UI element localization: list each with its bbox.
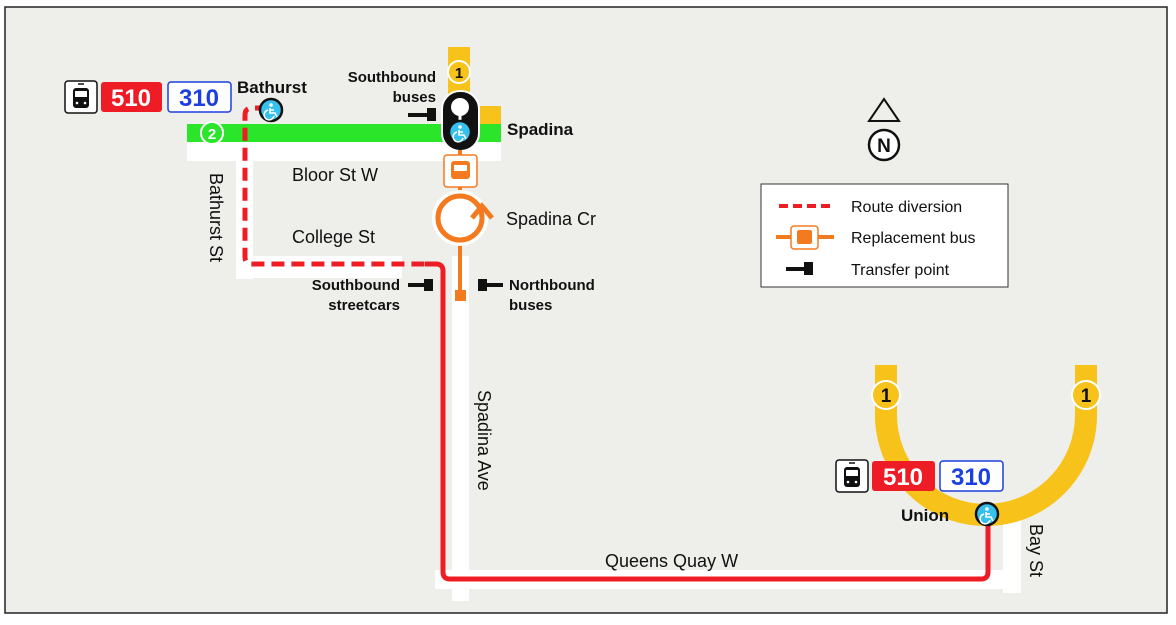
street-label-college: College St <box>292 227 375 247</box>
streetcar-icon <box>64 80 98 114</box>
legend: Route diversion Replacement bus Transfer… <box>760 183 1009 288</box>
svg-text:1: 1 <box>1081 386 1092 407</box>
station-dot <box>451 98 469 116</box>
line-1-bullet-right: 1 <box>1071 380 1101 410</box>
route-510-badge-union <box>872 461 935 491</box>
accessible-icon-union <box>974 501 1000 527</box>
svg-text:1: 1 <box>455 65 463 82</box>
streetcar-icon-union <box>835 459 869 493</box>
route-510-badge <box>101 82 162 112</box>
route-310-badge <box>167 81 232 113</box>
svg-text:510: 510 <box>111 85 151 112</box>
svg-text:2: 2 <box>208 126 216 143</box>
station-label-spadina: Spadina <box>507 120 574 139</box>
street-bathurst <box>236 124 253 279</box>
svg-text:N: N <box>877 136 891 157</box>
svg-text:Southbound: Southbound <box>312 277 400 294</box>
svg-text:Route diversion: Route diversion <box>851 199 962 216</box>
legend-transfer-icon <box>786 267 806 271</box>
svg-text:1: 1 <box>881 386 892 407</box>
svg-text:310: 310 <box>179 85 219 112</box>
line-1-bullet-left: 1 <box>871 380 901 410</box>
street-label-bay: Bay St <box>1026 524 1046 577</box>
street-bay <box>1003 515 1021 593</box>
street-label-bloor: Bloor St W <box>292 165 378 185</box>
svg-text:Southbound: Southbound <box>348 69 436 86</box>
street-spadina-ave <box>452 256 469 601</box>
svg-text:buses: buses <box>393 89 436 106</box>
loop-arrow-icon <box>435 193 485 243</box>
svg-text:510: 510 <box>883 464 923 491</box>
accessible-icon <box>447 119 473 145</box>
svg-text:Northbound: Northbound <box>509 277 595 294</box>
street-label-queens-quay: Queens Quay W <box>605 551 738 571</box>
station-label-bathurst: Bathurst <box>237 78 307 97</box>
street-label-bathurst: Bathurst St <box>206 173 226 262</box>
route-310-badge-union <box>939 460 1004 492</box>
street-label-spadina-ave: Spadina Ave <box>474 390 494 491</box>
svg-text:buses: buses <box>509 297 552 314</box>
street-college <box>236 256 402 278</box>
line-2-bloor <box>187 124 501 142</box>
svg-text:310: 310 <box>951 464 991 491</box>
line-1-bullet-spadina: 1 <box>447 60 471 84</box>
street-label-spadina-cr: Spadina Cr <box>506 209 596 229</box>
transfer-points <box>408 108 503 291</box>
accessible-icon-bathurst <box>258 97 284 123</box>
line-1-spadina-stub <box>478 106 501 124</box>
line-2-bullet: 2 <box>200 121 224 145</box>
route-diversion-solid <box>425 261 991 582</box>
svg-text:streetcars: streetcars <box>328 297 400 314</box>
svg-text:Replacement bus: Replacement bus <box>851 230 976 247</box>
north-arrow-icon: N <box>867 97 901 162</box>
replacement-bus <box>432 150 494 301</box>
svg-text:Transfer point: Transfer point <box>851 262 950 279</box>
station-label-union: Union <box>901 506 949 525</box>
